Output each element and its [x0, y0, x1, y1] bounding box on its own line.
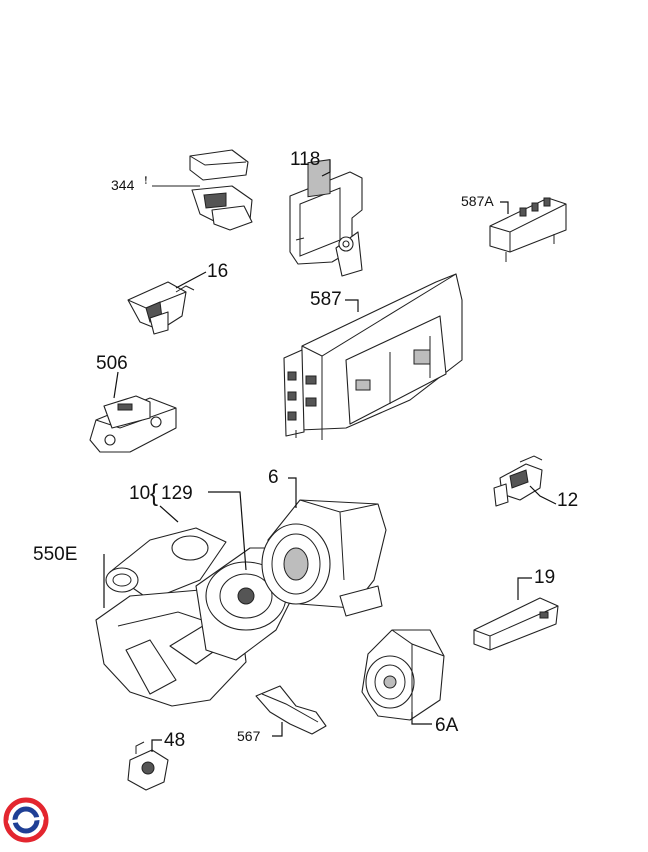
part-48-drawing: [127, 741, 169, 791]
label-19: 19: [534, 567, 556, 588]
part-16-drawing: [127, 281, 195, 335]
part-587A-drawing: [489, 197, 567, 262]
part-344-drawing: [152, 149, 253, 231]
label-567: 567: [237, 728, 261, 744]
label-6A: 6A: [435, 715, 459, 736]
part-118-drawing: [289, 159, 363, 277]
leader-lines: [103, 160, 557, 752]
part-sump-assembly-drawing: [95, 499, 387, 707]
label-344: 344: [111, 177, 135, 193]
label-550E: 550E: [33, 544, 78, 565]
label-587A: 587A: [461, 193, 494, 209]
part-12-drawing: [493, 455, 543, 507]
part-567-drawing: [255, 685, 327, 735]
part-6A-drawing: [361, 629, 445, 721]
part-506-drawing: [89, 395, 177, 453]
label-48: 48: [164, 730, 186, 751]
label-16: 16: [207, 261, 229, 282]
label-506: 506: [96, 353, 128, 374]
brand-logo: [3, 797, 49, 843]
label-587: 587: [310, 289, 342, 310]
label-brace: {: [150, 480, 159, 507]
label-12: 12: [557, 490, 579, 511]
label-118: 118: [290, 149, 321, 170]
part-19-drawing: [473, 597, 559, 651]
part-587-drawing: [283, 273, 463, 440]
label-6: 6: [268, 467, 279, 488]
label-129: 129: [161, 483, 193, 504]
label-344-mark: ꜝ: [144, 177, 148, 193]
label-10: 10: [129, 483, 151, 504]
